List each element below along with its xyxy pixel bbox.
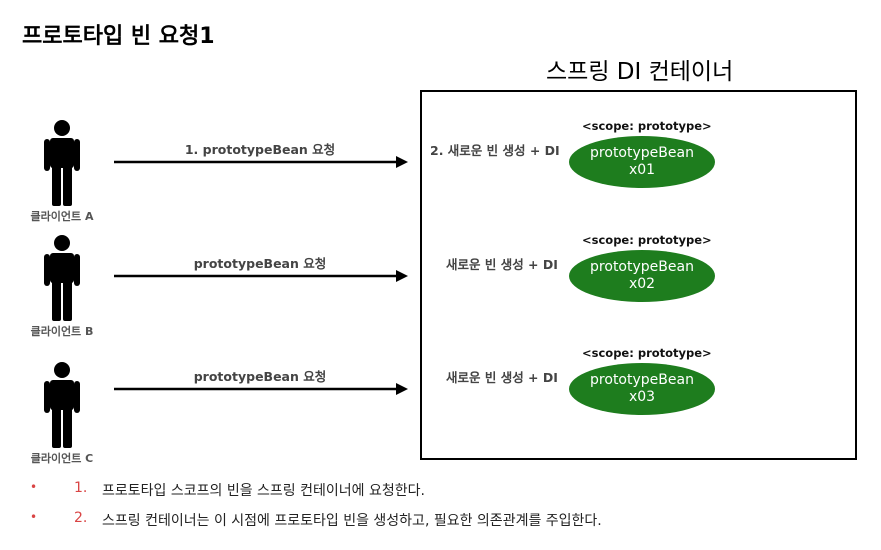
page-title: 프로토타입 빈 요청1 — [22, 24, 215, 49]
prototype-bean-x01: prototypeBean x01 — [569, 136, 715, 188]
bullet-icon: • — [30, 480, 38, 494]
client-label: 클라이언트 A — [30, 210, 94, 223]
scope-label-a: <scope: prototype> — [582, 119, 712, 133]
bean-id: x02 — [628, 276, 656, 292]
request-label-b: prototypeBean 요청 — [193, 256, 327, 271]
request-arrow-a — [114, 156, 408, 168]
bean-id: x01 — [628, 162, 656, 178]
create-label-c: 새로운 빈 생성 + DI — [446, 370, 558, 385]
bean-name: prototypeBean — [590, 259, 694, 275]
prototype-bean-x03: prototypeBean x03 — [569, 363, 715, 415]
create-label-a: 2. 새로운 빈 생성 + DI — [430, 143, 560, 158]
request-label-a: 1. prototypeBean 요청 — [184, 142, 336, 157]
person-icon — [44, 362, 80, 448]
note-text: 프로토타입 스코프의 빈을 스프링 컨테이너에 요청한다. — [102, 483, 425, 499]
create-label-b: 새로운 빈 생성 + DI — [446, 257, 558, 272]
container-title: 스프링 DI 컨테이너 — [546, 59, 734, 85]
client-label: 클라이언트 C — [30, 452, 94, 465]
note-number: 1. — [74, 480, 88, 496]
bullet-icon: • — [30, 510, 38, 524]
note-text: 스프링 컨테이너는 이 시점에 프로토타입 빈을 생성하고, 필요한 의존관계를… — [102, 513, 602, 529]
request-arrow-c — [114, 383, 408, 395]
container-box — [420, 90, 857, 460]
scope-label-c: <scope: prototype> — [582, 346, 712, 360]
bean-name: prototypeBean — [590, 145, 694, 161]
request-label-c: prototypeBean 요청 — [193, 369, 327, 384]
note-number: 2. — [74, 510, 88, 526]
bean-name: prototypeBean — [590, 372, 694, 388]
request-arrow-b — [114, 270, 408, 282]
client-label: 클라이언트 B — [30, 325, 94, 338]
scope-label-b: <scope: prototype> — [582, 233, 712, 247]
bean-id: x03 — [628, 389, 656, 405]
person-icon — [44, 235, 80, 321]
person-icon — [44, 120, 80, 206]
prototype-bean-x02: prototypeBean x02 — [569, 250, 715, 302]
